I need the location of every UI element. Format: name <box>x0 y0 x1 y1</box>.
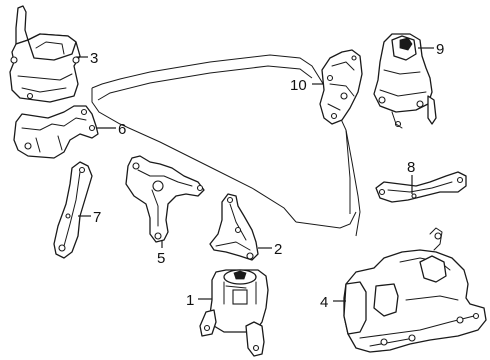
part-8-mount-stay <box>375 171 467 203</box>
callout-5: 5 <box>157 250 165 267</box>
part-3-engine-mount-upper <box>9 5 81 103</box>
callout-3: 3 <box>90 50 98 67</box>
part-1-engine-mount-insulator <box>199 269 269 357</box>
callout-2: 2 <box>274 241 282 258</box>
callout-8: 8 <box>407 159 415 176</box>
part-7-torque-rod <box>53 161 93 259</box>
part-6-engine-mount-bracket <box>13 105 99 159</box>
callout-6: 6 <box>118 121 126 138</box>
callout-1: 1 <box>186 292 194 309</box>
part-10-mount-bracket <box>319 49 363 125</box>
part-4-transmission-mount <box>343 227 487 353</box>
callout-4: 4 <box>320 294 328 311</box>
part-9-engine-mount-rear <box>373 33 437 129</box>
leader-lines <box>76 47 434 302</box>
engine-outline <box>91 54 361 237</box>
part-2-mount-bracket-lower <box>209 193 259 261</box>
callout-10: 10 <box>290 77 307 94</box>
callout-numbers: 1 2 3 4 5 6 7 8 9 10 <box>90 41 444 311</box>
callout-7: 7 <box>93 209 101 226</box>
part-5-mount-bracket <box>125 155 205 243</box>
callout-9: 9 <box>436 41 444 58</box>
